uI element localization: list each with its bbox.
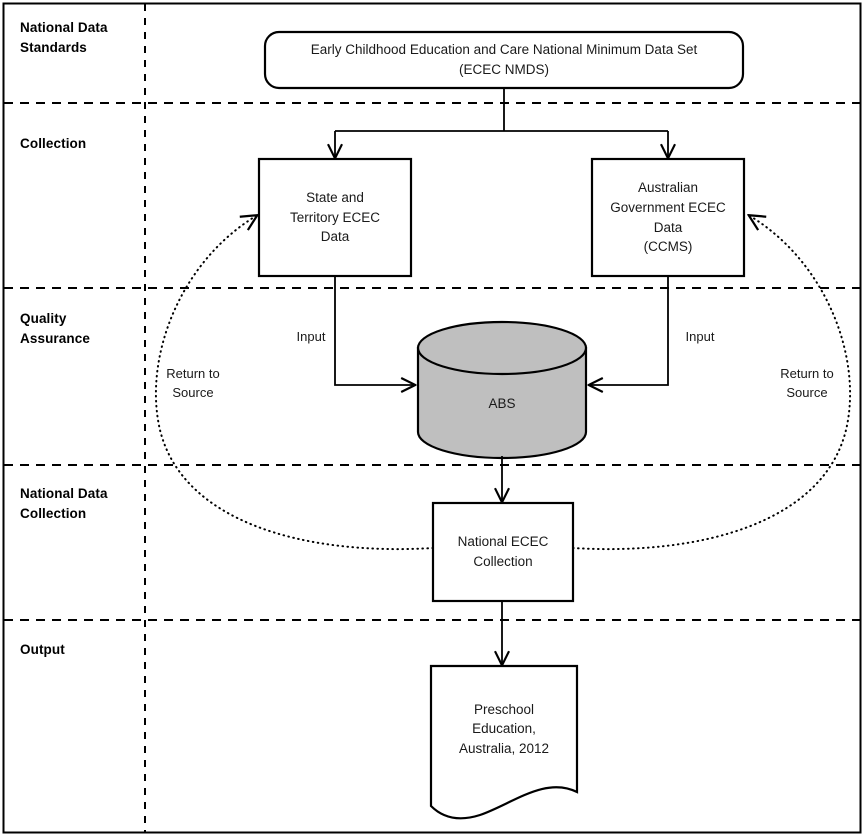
- edge-input-right: [590, 276, 669, 385]
- node-output-document-shape: [429, 664, 579, 820]
- node-australian-government-shape: [590, 157, 746, 278]
- edge-return-to-source-left: [154, 216, 434, 551]
- lane-label-collection: Collection: [20, 136, 87, 151]
- edge-label-return-to-source-left: Return to Source: [166, 366, 220, 400]
- node-national-ecec-collection[interactable]: National ECEC Collection: [457, 534, 549, 569]
- node-nmds[interactable]: Early Childhood Education and Care Natio…: [310, 42, 698, 77]
- lane-label-national-data-collection: National Data Collection: [20, 486, 108, 521]
- node-preschool-education-australia-2012[interactable]: Preschool Education, Australia, 2012: [458, 701, 550, 756]
- node-abs-datastore[interactable]: ABS: [488, 396, 516, 412]
- edge-input-left: [334, 276, 414, 385]
- lane-label-output: Output: [20, 642, 65, 657]
- lane-label-quality-assurance: Quality Assurance: [20, 311, 90, 346]
- node-state-territory-shape: [257, 157, 413, 278]
- edge-return-to-source-right: [572, 216, 852, 551]
- node-australian-government-ecec-data[interactable]: Australian Government ECEC Data (CCMS): [610, 180, 726, 255]
- edge-label-input-left: Input: [296, 329, 326, 344]
- edge-nmds-split: [335, 88, 668, 132]
- edge-label-input-right: Input: [685, 329, 715, 344]
- node-state-and-territory-ecec-data[interactable]: State and Territory ECEC Data: [289, 190, 380, 245]
- node-abs-shape: [416, 320, 588, 460]
- edge-label-return-to-source-right: Return to Source: [780, 366, 834, 400]
- lane-label-national-data-standards: National Data Standards: [20, 20, 108, 55]
